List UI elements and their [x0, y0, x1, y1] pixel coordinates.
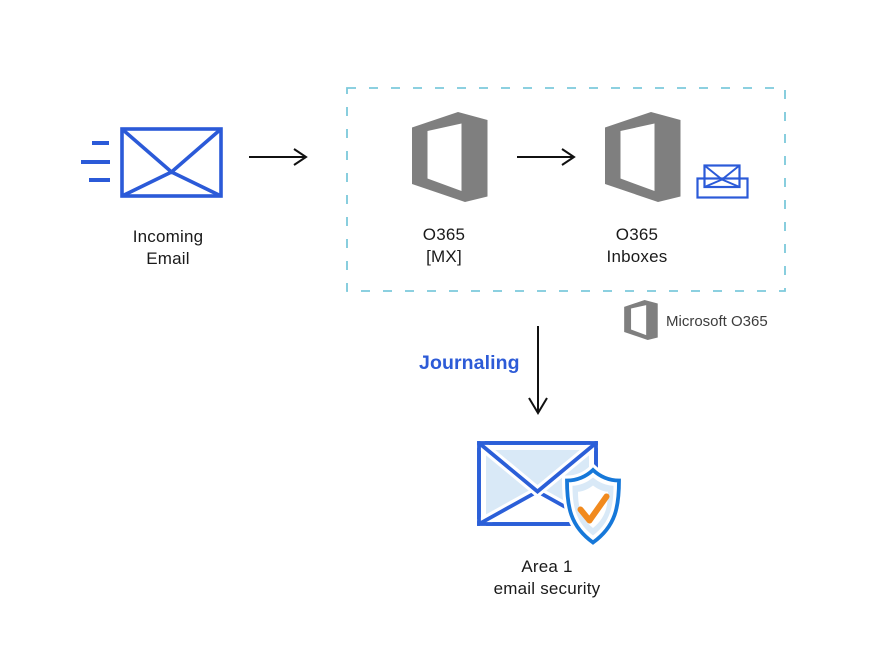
journaling-label: Journaling [419, 352, 520, 374]
incoming-email-envelope-icon [81, 127, 223, 198]
envelope-shield-check-icon [475, 440, 625, 546]
incoming-email-label-line2: Email [146, 249, 190, 268]
microsoft-office-icon [605, 112, 681, 202]
microsoft-office-icon [624, 300, 658, 340]
o365-dashed-boundary-box [346, 87, 786, 292]
o365-mx-label: O365 [MX] [394, 224, 494, 268]
area1-label-line1: Area 1 [521, 557, 573, 576]
incoming-email-label-line1: Incoming [132, 227, 204, 246]
inbox-tray-envelope-icon [696, 164, 749, 199]
arrow-down-icon [528, 326, 548, 415]
o365-inboxes-label-line1: O365 [615, 225, 659, 244]
o365-mx-label-line2: [MX] [426, 247, 462, 266]
arrow-right-icon [249, 148, 308, 166]
microsoft-office-icon [412, 112, 488, 202]
o365-inboxes-label-line2: Inboxes [606, 247, 668, 266]
speed-lines-icon [81, 141, 110, 182]
arrow-right-icon [517, 148, 576, 166]
area1-label: Area 1 email security [467, 556, 627, 600]
check-icon [577, 493, 610, 524]
area1-label-line2: email security [493, 579, 601, 598]
o365-inboxes-label: O365 Inboxes [587, 224, 687, 268]
incoming-email-label: Incoming Email [108, 226, 228, 270]
shield-check-icon [561, 463, 625, 546]
o365-mx-label-line1: O365 [422, 225, 466, 244]
envelope-icon [120, 127, 223, 198]
legend-microsoft-o365-label: Microsoft O365 [666, 313, 768, 330]
